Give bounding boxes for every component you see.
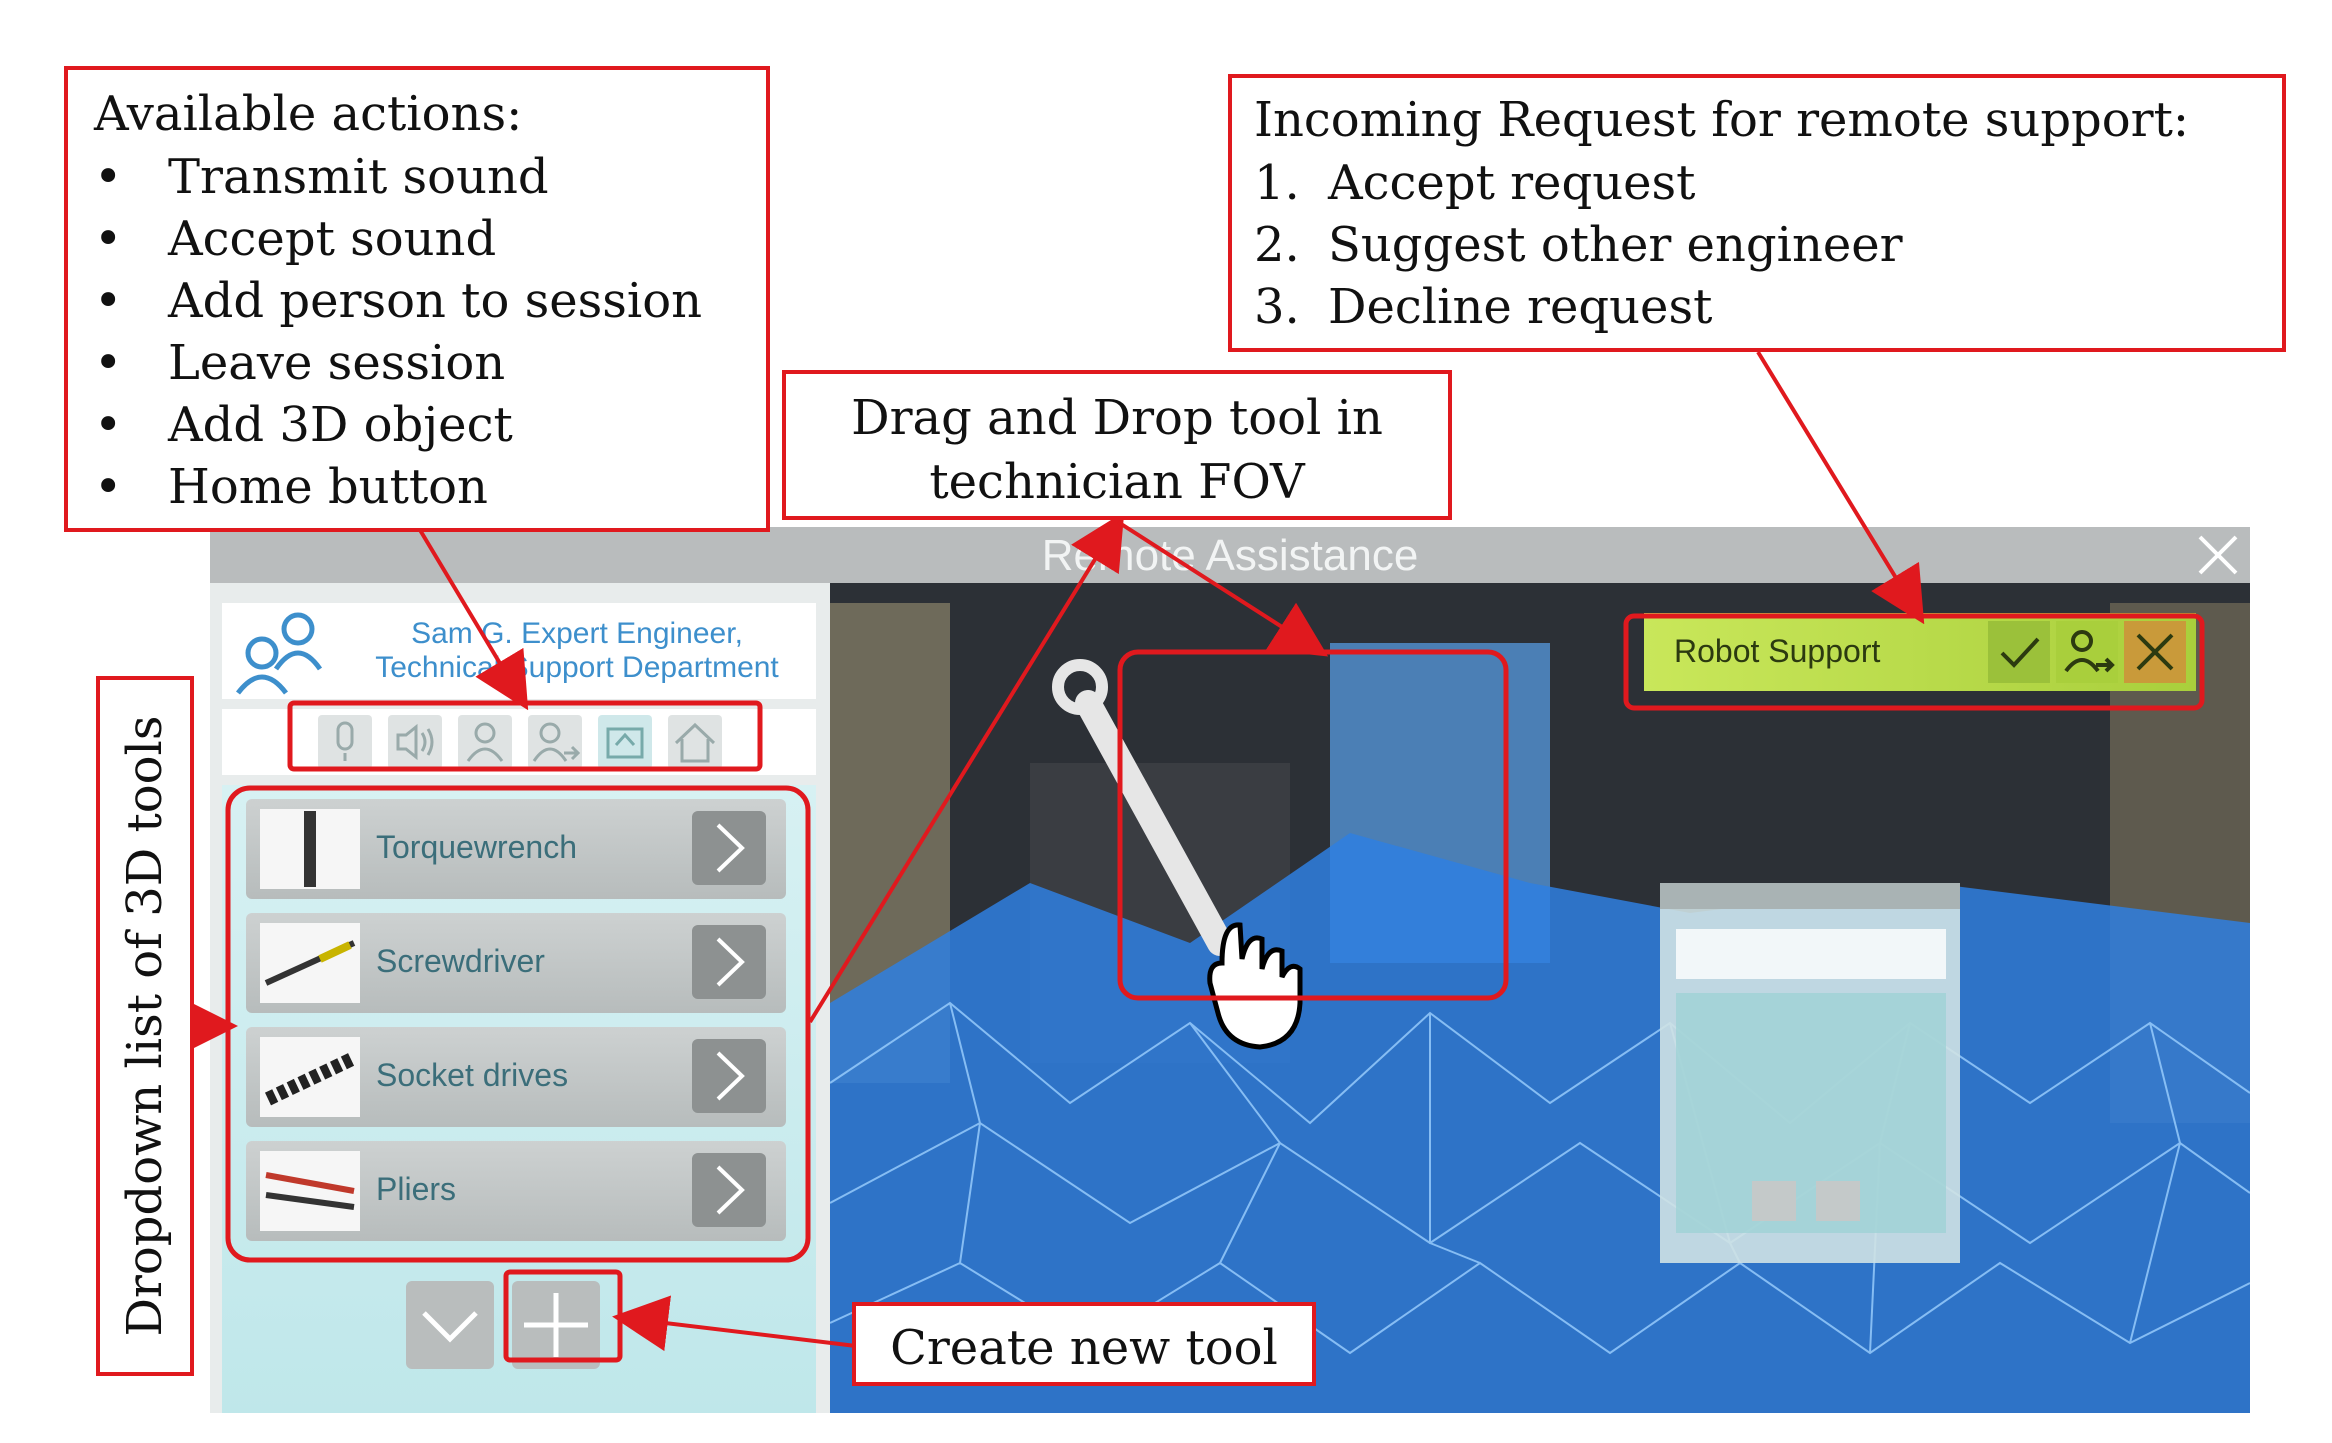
arrow-drag-left [808, 511, 1125, 1024]
list-item: •Home button [94, 459, 488, 515]
incoming-request-bar: Robot Support [1644, 613, 2196, 691]
callout-line: technician FOV [929, 454, 1305, 510]
user-name-line1: Sam G. Expert Engineer, [411, 617, 743, 650]
torquewrench-image [304, 811, 316, 887]
list-item: •Accept sound [94, 211, 497, 267]
close-icon [2136, 633, 2174, 671]
tool-label: Pliers [376, 1171, 457, 1207]
add-3d-object-button[interactable] [598, 715, 652, 769]
select-tool-button[interactable] [692, 1039, 766, 1113]
accept-request-button[interactable] [1988, 621, 2050, 683]
user-name: Sam G. Expert Engineer, Technical Suppor… [342, 617, 812, 685]
torquewrench-thumbnail [260, 809, 360, 889]
pliers-image [265, 1172, 355, 1210]
tool-item-torquewrench[interactable]: Torquewrench [246, 799, 786, 899]
person-leave-icon [532, 722, 581, 762]
hand-cursor-icon [1207, 922, 1303, 1050]
socket-drives-image [264, 1052, 356, 1106]
highlight-create-button [503, 1269, 623, 1363]
home-button[interactable] [668, 715, 722, 769]
suggest-engineer-button[interactable] [2056, 621, 2118, 683]
technician-remote-assistance-panel [1660, 883, 1960, 1263]
callout-text: Create new tool [890, 1320, 1278, 1376]
highlight-tools-list [225, 785, 811, 1263]
callout-drag-and-drop: Drag and Drop tool in technician FOV [782, 370, 1452, 520]
highlight-dragged-tool [1117, 649, 1509, 1001]
chevron-right-icon [716, 823, 745, 873]
tool-label: Screwdriver [376, 943, 545, 979]
person-forward-icon [2064, 630, 2115, 673]
tool-item-socket-drives[interactable]: Socket drives [246, 1027, 786, 1127]
callout-text: Dropdown list of 3D tools [117, 715, 173, 1337]
person-icon [466, 722, 504, 762]
scanned-environment-mesh [830, 583, 2250, 1413]
list-item: •Add 3D object [94, 397, 513, 453]
decline-request-button[interactable] [2124, 621, 2186, 683]
transmit-sound-button[interactable] [318, 715, 372, 769]
callout-line: Drag and Drop tool in [851, 390, 1383, 446]
request-label: Robot Support [1674, 633, 1881, 669]
arrow-drag-right [1116, 520, 1329, 657]
technician-camera-view[interactable]: Robot Support [830, 583, 2250, 1413]
add-person-button[interactable] [458, 715, 512, 769]
create-new-tool-button[interactable] [512, 1281, 600, 1369]
user-name-line2: Technical Support Department [375, 651, 779, 684]
callout-available-actions: Available actions: •Transmit sound •Acce… [64, 66, 770, 532]
left-panel: Sam G. Expert Engineer, Technical Suppor… [210, 583, 830, 1413]
speaker-icon [396, 723, 434, 761]
list-item: •Add person to session [94, 273, 703, 329]
close-button[interactable] [2192, 531, 2244, 579]
actions-list: •Transmit sound •Accept sound •Add perso… [94, 146, 740, 518]
home-icon [674, 722, 716, 763]
callout-title: Incoming Request for remote support: [1254, 92, 2190, 148]
incoming-list: 1.Accept request 2.Suggest other enginee… [1254, 152, 2260, 338]
dragged-wrench [1052, 659, 1233, 956]
callout-title: Available actions: [94, 86, 523, 142]
check-icon [2000, 637, 2040, 668]
chevron-right-icon [716, 1165, 745, 1215]
close-icon [2198, 535, 2238, 575]
list-item: 1.Accept request [1254, 155, 1696, 211]
microphone-icon [336, 721, 354, 761]
arrow-create [612, 1295, 857, 1352]
plus-icon [524, 1293, 588, 1357]
tools-dropdown-list: Torquewrench Screwdriver Socket drives [222, 785, 816, 1413]
socket-drives-thumbnail [260, 1037, 360, 1117]
action-bar [222, 709, 816, 775]
tool-label: Torquewrench [376, 829, 577, 865]
screwdriver-thumbnail [260, 923, 360, 1003]
tool-item-screwdriver[interactable]: Screwdriver [246, 913, 786, 1013]
callout-create-new-tool: Create new tool [852, 1302, 1316, 1386]
tool-label: Socket drives [376, 1057, 569, 1093]
screwdriver-image [264, 940, 356, 986]
arrow-actions [418, 528, 529, 711]
leave-session-button[interactable] [528, 715, 582, 769]
pliers-thumbnail [260, 1151, 360, 1231]
callout-dropdown-list: Dropdown list of 3D tools [96, 676, 194, 1376]
highlight-action-bar [287, 700, 763, 772]
list-item: 3.Decline request [1254, 279, 1713, 335]
arrow-incoming [1756, 350, 1925, 625]
select-tool-button[interactable] [692, 811, 766, 885]
select-tool-button[interactable] [692, 1153, 766, 1227]
callout-incoming-request: Incoming Request for remote support: 1.A… [1228, 74, 2286, 352]
select-tool-button[interactable] [692, 925, 766, 999]
3d-object-icon [606, 727, 644, 759]
list-item: •Transmit sound [94, 149, 549, 205]
chevron-right-icon [716, 1051, 745, 1101]
chevron-down-icon [422, 1311, 478, 1343]
accept-sound-button[interactable] [388, 715, 442, 769]
remote-assistance-window: Remote Assistance Sam G. Expert Engineer… [210, 527, 2250, 1413]
tool-item-pliers[interactable]: Pliers [246, 1141, 786, 1241]
scroll-down-button[interactable] [406, 1281, 494, 1369]
users-icon [236, 612, 323, 695]
highlight-request-bar [1623, 613, 2205, 711]
list-item: •Leave session [94, 335, 506, 391]
list-item: 2.Suggest other engineer [1254, 217, 1903, 273]
chevron-right-icon [716, 937, 745, 987]
